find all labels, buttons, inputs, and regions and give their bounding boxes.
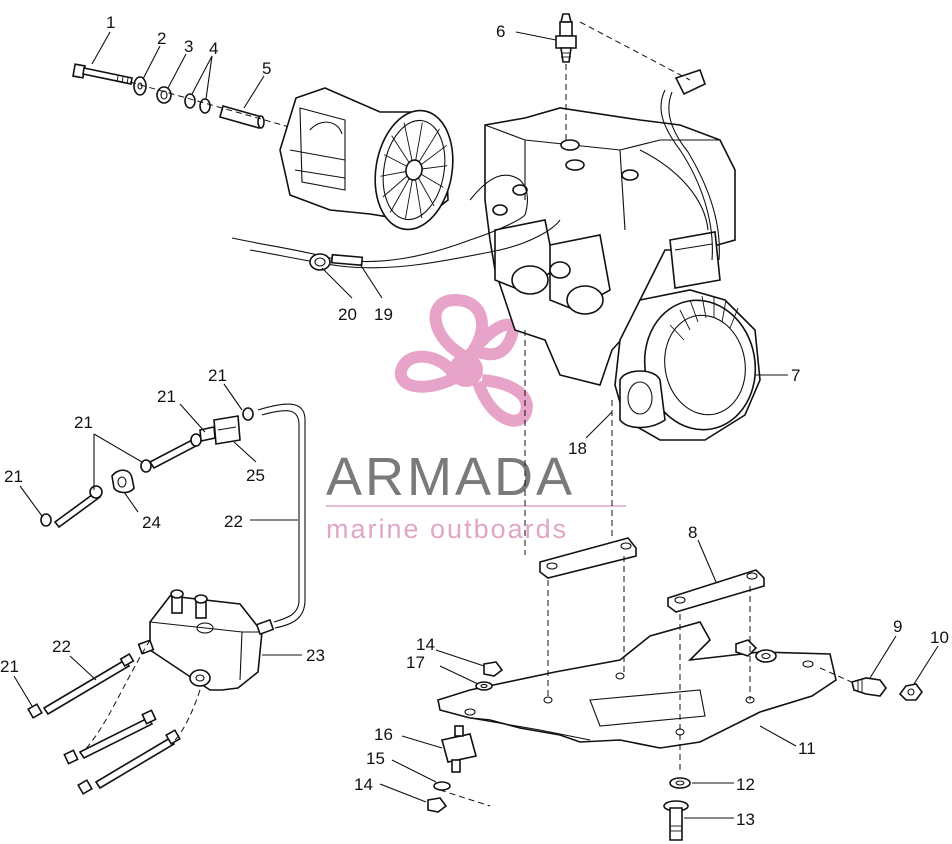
part-nut-14-upper — [483, 661, 504, 677]
part-bolt — [72, 63, 133, 85]
callout-19: 19 — [374, 305, 393, 324]
callout-numbers: 1 2 3 4 5 6 7 8 9 10 11 12 13 14 14 15 1… — [0, 13, 949, 829]
axis-line-lower-bolt — [439, 789, 491, 807]
callout-5: 5 — [262, 59, 271, 78]
callout-18: 18 — [568, 439, 587, 458]
part-clamp-21-upper — [242, 407, 254, 421]
part-spacer-5 — [219, 105, 265, 129]
callout-21-b: 21 — [157, 387, 176, 406]
callout-23: 23 — [306, 646, 325, 665]
watermark-brand: ARMADA — [326, 447, 575, 507]
part-throttle-cable-19b — [249, 219, 561, 269]
callout-20: 20 — [338, 305, 357, 324]
part-washer-17 — [475, 681, 493, 691]
part-fuel-line-lower — [40, 485, 103, 529]
part-choke-cable — [469, 174, 528, 216]
part-mount-bracket-8b — [667, 569, 765, 613]
part-washer-12 — [669, 777, 691, 789]
part-check-valve-25 — [199, 415, 241, 445]
callout-21-d: 21 — [4, 467, 23, 486]
callout-2: 2 — [157, 29, 166, 48]
part-throttle-cable-19 — [231, 214, 526, 263]
part-fuel-line-mid — [140, 433, 202, 473]
axis-line-clutch — [129, 81, 301, 131]
callout-11: 11 — [798, 739, 816, 758]
callout-15: 15 — [366, 749, 385, 768]
callout-12: 12 — [736, 775, 755, 794]
part-fuel-line-22-upper — [257, 403, 306, 629]
watermark-logo: ARMADA marine outboards — [326, 294, 626, 544]
axis-line-plug-cap — [579, 21, 691, 81]
callout-9: 9 — [893, 617, 902, 636]
callout-1: 1 — [106, 13, 115, 32]
axis-line-stud — [819, 667, 857, 685]
callout-25: 25 — [246, 466, 265, 485]
callout-21-e: 21 — [0, 657, 19, 676]
callout-7: 7 — [791, 366, 800, 385]
callout-8: 8 — [688, 523, 697, 542]
part-fitting-24 — [111, 469, 135, 494]
part-spark-plug-6 — [555, 13, 577, 63]
part-drive-clutch — [279, 87, 454, 231]
callout-16: 16 — [374, 725, 393, 744]
callout-21-a: 21 — [208, 366, 227, 385]
part-rubber-mount-16 — [441, 725, 477, 773]
part-cable-clamp-20 — [309, 253, 331, 271]
part-washer-2 — [133, 76, 147, 96]
axis-line-pump-2 — [174, 689, 201, 741]
part-nut-10 — [898, 683, 923, 701]
propeller-hub — [449, 353, 483, 387]
part-fuel-line-extra-2 — [77, 729, 181, 795]
callout-6: 6 — [496, 22, 505, 41]
callout-17: 17 — [406, 653, 425, 672]
callout-3: 3 — [184, 37, 193, 56]
callout-24: 24 — [142, 513, 161, 532]
part-fuel-pump-23 — [137, 589, 275, 691]
part-washer-15 — [433, 781, 451, 791]
part-spark-plug-wire-2 — [668, 91, 720, 261]
part-washer-3 — [156, 86, 172, 104]
watermark-tagline: marine outboards — [326, 514, 568, 544]
callout-13: 13 — [736, 810, 755, 829]
part-cable-sleeve — [330, 253, 364, 267]
part-spark-plug-wire — [660, 89, 713, 261]
part-plug-cap — [674, 68, 706, 96]
part-o-rings-4 — [184, 93, 211, 114]
part-fuel-line-22-lower — [27, 652, 135, 719]
part-nut-mount — [735, 639, 777, 663]
part-engine-plate-11 — [437, 621, 837, 749]
propeller-logo-icon — [394, 294, 533, 427]
callout-21-c: 21 — [74, 413, 93, 432]
callout-14-lower: 14 — [354, 775, 373, 794]
leader-lines — [13, 31, 939, 819]
axis-line-pump — [84, 639, 151, 751]
part-engine-7 — [484, 107, 761, 441]
part-mount-bracket-8a — [539, 537, 637, 579]
callout-22-lower: 22 — [52, 637, 71, 656]
part-bolt-13 — [663, 800, 689, 841]
callout-10: 10 — [930, 628, 949, 647]
callout-4: 4 — [209, 39, 218, 58]
part-nut-14-lower — [427, 797, 448, 813]
callout-22-upper: 22 — [224, 512, 243, 531]
part-cable-engine — [639, 149, 709, 231]
callout-14-upper: 14 — [416, 635, 435, 654]
part-fuel-line-extra-1 — [63, 709, 157, 765]
part-stud-9 — [851, 677, 887, 697]
